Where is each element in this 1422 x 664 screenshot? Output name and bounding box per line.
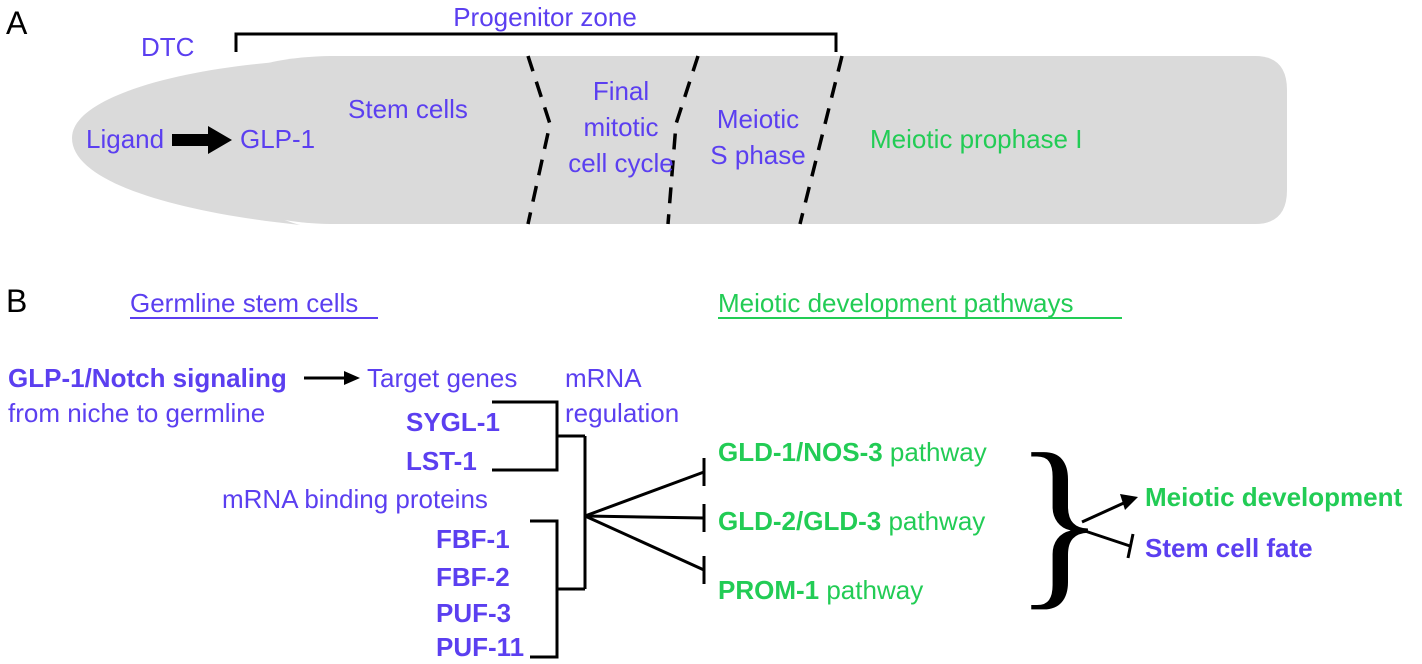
stem-cell-fate-label: Stem cell fate: [1145, 533, 1313, 563]
inhibition-line: [584, 514, 705, 520]
boundary-dashed-line: [526, 55, 552, 225]
niche-label: from niche to germline: [8, 398, 265, 428]
boundary-dashed-line: [798, 55, 844, 225]
output-arrow-head: [1120, 494, 1138, 510]
meiotic-development-label: Meiotic development: [1145, 482, 1402, 512]
panel-b-letter: B: [6, 283, 27, 319]
inhibition-line: [584, 470, 705, 518]
binding-proteins-label: mRNA binding proteins: [222, 484, 488, 514]
pathway-gld1-nos3: GLD-1/NOS-3 pathway: [718, 437, 987, 467]
final-mitotic-label-1: Final: [593, 76, 649, 106]
puf11-label: PUF-11: [436, 632, 524, 662]
target-genes-bracket: [492, 400, 559, 472]
puf3-label: PUF-3: [436, 598, 511, 628]
gonad-body: [198, 56, 1287, 224]
progenitor-zone-bracket: [234, 32, 838, 52]
output-arrow-shaft: [1081, 500, 1127, 524]
output-inhibition-line: [1081, 528, 1131, 548]
notch-arrow-head: [344, 371, 360, 385]
ligand-arrow: [172, 126, 232, 154]
dtc-label: DTC: [141, 32, 194, 62]
sygl1-label: SYGL-1: [406, 407, 500, 437]
inhibition-line: [584, 514, 705, 572]
progenitor-zone-label: Progenitor zone: [453, 2, 637, 32]
header-meiotic-pathways: Meiotic development pathways: [718, 288, 1074, 318]
boundary-dashed-line: [666, 55, 700, 225]
meiotic-s-label-1: Meiotic: [717, 104, 799, 134]
target-genes-label: Target genes: [367, 363, 517, 393]
lst1-label: LST-1: [406, 446, 477, 476]
pathway-gld2-gld3: GLD-2/GLD-3 pathway: [718, 506, 985, 536]
stem-cells-label: Stem cells: [348, 94, 468, 124]
fbf1-label: FBF-1: [436, 524, 510, 554]
header-germline-stem-cells: Germline stem cells: [130, 288, 358, 318]
pathway-prom1: PROM-1 pathway: [718, 575, 923, 605]
meiotic-prophase-label: Meiotic prophase I: [870, 124, 1082, 154]
final-mitotic-label-3: cell cycle: [568, 148, 673, 178]
notch-signaling-label: GLP-1/Notch signaling: [8, 363, 287, 393]
binding-proteins-bracket: [530, 519, 559, 659]
mrna-regulation-label-2: regulation: [565, 398, 679, 428]
fbf2-label: FBF-2: [436, 562, 510, 592]
meiotic-s-label-2: S phase: [710, 140, 805, 170]
mrna-regulation-label-1: mRNA: [565, 363, 642, 393]
panel-a-letter: A: [6, 5, 28, 41]
pathways-brace: }: [1014, 416, 1105, 626]
ligand-label: Ligand: [86, 124, 164, 154]
output-inhibition-bar: [1126, 533, 1135, 559]
final-mitotic-label-2: mitotic: [583, 112, 658, 142]
glp1-receptor-label: GLP-1: [240, 124, 315, 154]
